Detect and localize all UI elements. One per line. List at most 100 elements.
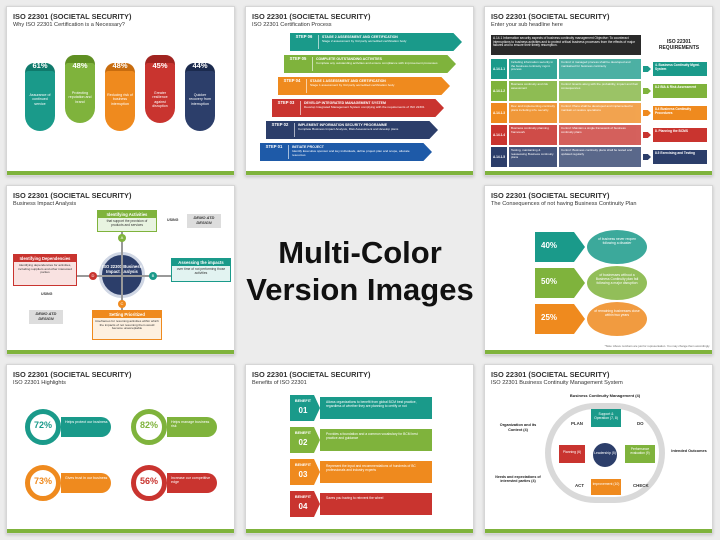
row-id: A.14.1.3 [491, 103, 507, 123]
bia-bottom-body: timeframes for resuming activities withi… [95, 319, 159, 331]
slide-certification-process[interactable]: ISO 22301 (SOCIETAL SECURITY) ISO 22301 … [245, 6, 474, 176]
step-body: Identify Executive sponsor and key indiv… [292, 149, 410, 157]
bia-left-box: Identifying Dependencies Identifying dep… [13, 254, 77, 286]
slide-requirements-table[interactable]: ISO 22301 (SOCIETAL SECURITY) Enter your… [484, 6, 713, 176]
consequence-percent: 50% [541, 277, 558, 286]
needs-label: Needs and expectations of interested par… [495, 475, 541, 484]
step-divider [300, 101, 301, 115]
slide-business-impact-analysis[interactable]: ISO 22301 (SOCIETAL SECURITY) Business I… [6, 185, 235, 355]
improvement-box: Improvement (10) [591, 479, 621, 495]
bia-left-body: Identifying dependencies for activities,… [18, 263, 72, 275]
slide-subtitle: Benefits of ISO 22301 [252, 380, 307, 386]
bia-top-head: Identifying Activities [98, 211, 156, 218]
highlight-ring [131, 409, 167, 445]
highlight-percent: 73% [33, 476, 52, 486]
bia-right-box: Assessing the impacts over time of not p… [171, 258, 231, 282]
row-right-text: Control: Plans shall be developed and im… [559, 103, 641, 123]
row-right-text: Control: Events along with the probabili… [559, 81, 641, 101]
step-divider [294, 123, 295, 137]
consequence-percent: 25% [541, 313, 558, 322]
step-body: Complete any outstanding activities and … [316, 61, 438, 65]
slide-subtitle: The Consequences of not having Business … [491, 201, 637, 207]
bia-left-head: Identifying Dependencies [14, 255, 76, 262]
benefit-card [320, 429, 432, 451]
consequence-blob [587, 302, 647, 336]
slide-title: ISO 22301 (SOCIETAL SECURITY) [13, 12, 132, 21]
using-label-top: USING [167, 218, 179, 222]
step-head: STAGE 2 ASSESSMENT AND CERTIFICATION [322, 35, 398, 39]
slide-title: ISO 22301 (SOCIETAL SECURITY) [252, 370, 371, 379]
benefit-card [320, 461, 432, 483]
highlight-percent: 82% [139, 420, 158, 430]
benefit-text: Represent the input and recommendations … [326, 464, 416, 473]
bia-top-body: that support the provision of products a… [106, 219, 148, 227]
pill-body: 45%Greater resilience against disruption [145, 61, 175, 123]
pill-percent: 45% [152, 61, 168, 70]
consequence-text: of businesses without a Business Continu… [595, 273, 639, 286]
step-head: IMPLEMENT INFORMATION SECURITY PROGRAMME [298, 123, 388, 127]
highlight-text: Helps protect our business [65, 420, 108, 424]
check-label: CHECK [633, 483, 649, 488]
slide-footer-bar [485, 350, 712, 354]
badge-a: A [118, 234, 126, 242]
row-arrow [643, 154, 651, 160]
connector-horizontal [77, 275, 171, 277]
slide-subtitle: Business Impact Analysis [13, 201, 77, 207]
row-left-text: Testing, maintaining & reassessing Busin… [509, 147, 557, 167]
row-right-text: Control: Business continuity plans shall… [559, 147, 641, 167]
benefit-label: BENEFIT [294, 431, 312, 435]
benefit-label: BENEFIT [294, 495, 312, 499]
slide-bcms-cycle[interactable]: ISO 22301 (SOCIETAL SECURITY) ISO 22301 … [484, 364, 713, 534]
note-text: *Note: Above numbers are just for repres… [604, 344, 710, 348]
slide-benefits[interactable]: ISO 22301 (SOCIETAL SECURITY) Benefits o… [245, 364, 474, 534]
slide-subtitle: ISO 22301 Highlights [13, 380, 66, 386]
highlight-ring [25, 409, 61, 445]
benefit-label: BENEFIT [294, 463, 312, 467]
row-left-text: Business continuity planning framework [509, 125, 557, 145]
bia-top-box: Identifying Activities that support the … [97, 210, 157, 232]
row-arrow [643, 132, 651, 138]
step-body: Complete Business Impact Analysis, Risk … [298, 127, 399, 131]
row-left-text: Business continuity and risk assessment [509, 81, 557, 101]
benefit-text: Allows organizations to benefit from glo… [326, 400, 417, 409]
row-right-text: Control: A managed process shall be deve… [559, 59, 641, 79]
benefit-tag [290, 427, 320, 453]
row-left-text: Dev. and implementing continuity plans i… [509, 103, 557, 123]
highlight-band [167, 417, 217, 437]
planning-box: Planning (6) [559, 445, 585, 463]
slide-why-certification[interactable]: ISO 22301 (SOCIETAL SECURITY) Why ISO 22… [6, 6, 235, 176]
cycle-frame [545, 403, 665, 503]
requirements-title: ISO 22301 REQUIREMENTS [658, 39, 700, 51]
row-id: A.14.1.5 [491, 147, 507, 167]
badge-d: D [89, 272, 97, 280]
slide-footer-bar [246, 529, 473, 533]
step-head: DEVELOP INTEGRATED MANAGEMENT SYSTEM [304, 101, 386, 105]
pill-percent: 61% [32, 61, 48, 70]
slide-highlights[interactable]: ISO 22301 (SOCIETAL SECURITY) ISO 22301 … [6, 364, 235, 534]
bia-right-head: Assessing the impacts [172, 259, 230, 266]
bia-bottom-box: Setting Prioritized timeframes for resum… [92, 310, 162, 340]
highlight-band [61, 417, 111, 437]
benefit-label: BENEFIT [294, 399, 312, 403]
slide-footer-bar [7, 171, 234, 175]
step-body: Stage 2 assessment by 3rd party accredit… [322, 39, 407, 43]
row-left-text: Including information security in the bu… [509, 59, 557, 79]
performance-box: Performance evaluation (9) [625, 445, 655, 463]
slide-subtitle: ISO 22301 Certification Process [252, 22, 332, 28]
slide-title: ISO 22301 (SOCIETAL SECURITY) [491, 191, 610, 200]
row-tag: 4. Business Continuity Mgmt. System [653, 62, 707, 76]
pill-percent: 48% [112, 61, 128, 70]
highlight-text: Gives trust in our business [65, 476, 108, 480]
slide-footer-bar [485, 171, 712, 175]
pill-body: 48%Reducing risk of business interruptio… [105, 61, 135, 131]
pill-percent: 48% [72, 61, 88, 70]
highlight-band [167, 473, 217, 493]
benefit-number: 04 [298, 502, 308, 511]
slide-subtitle: Why ISO 22301 Certification is a Necessa… [13, 22, 125, 28]
highlight-text: Helps manage business risk [171, 420, 210, 429]
slide-consequences[interactable]: ISO 22301 (SOCIETAL SECURITY) The Conseq… [484, 185, 713, 355]
support-box: Support & Operation (7, 8) [591, 409, 621, 427]
